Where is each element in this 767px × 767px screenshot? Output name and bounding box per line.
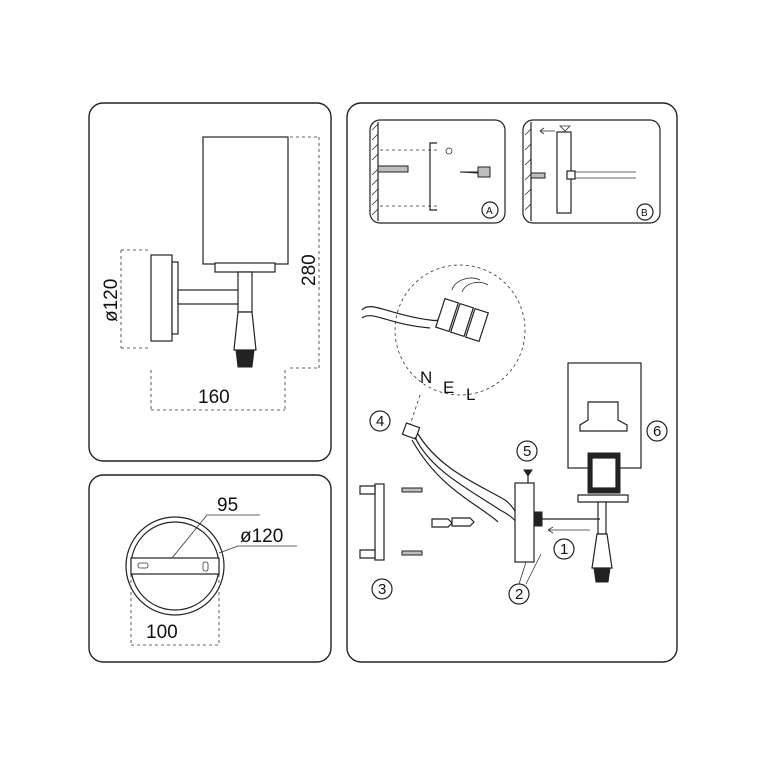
screwdriver-icon [459, 166, 491, 178]
shade-holder-top [579, 401, 628, 432]
wall-plug-a [377, 165, 409, 173]
canopy-plate [514, 482, 535, 563]
step-4-label: 4 [376, 413, 384, 430]
step-3-label: 3 [378, 581, 386, 598]
dimension-diameter-side: ø120 [101, 279, 122, 322]
step-5-badge [516, 440, 538, 462]
wire-label-earth: E [443, 378, 454, 397]
arm-riser [237, 271, 253, 313]
reading-lamp-head [235, 349, 255, 368]
front-view-panel: 95 ø120 100 [88, 474, 332, 663]
wall-plate-rim [171, 261, 179, 335]
connector-block [401, 422, 421, 440]
lamp-shade [202, 136, 289, 265]
dimension-depth: 160 [198, 387, 230, 408]
terminal-l [464, 307, 490, 343]
lamp-body [591, 533, 613, 569]
cable-assembly [401, 422, 519, 525]
detail-b-frame [522, 119, 661, 224]
canopy-nut [533, 511, 543, 527]
bracket-part [374, 483, 385, 561]
wire-label-live: L [466, 385, 475, 404]
detail-a-label: A [486, 206, 493, 217]
detail-a-frame [369, 119, 506, 224]
wall-anchor [431, 518, 453, 528]
step-4-badge [369, 410, 391, 432]
step-6-badge [646, 420, 668, 442]
small-screw-icon [523, 469, 533, 477]
screw-bottom [401, 550, 423, 556]
step-1-badge [553, 538, 575, 560]
wall-plate-assembly [514, 469, 590, 563]
wall-plate [150, 254, 173, 342]
detail-a-badge [481, 201, 499, 219]
step-2-label: 2 [515, 586, 523, 603]
screw-top [401, 487, 423, 493]
step-5-label: 5 [523, 443, 531, 460]
detail-b-badge [636, 203, 654, 221]
step-3-badge [371, 578, 393, 600]
terminal-n [434, 297, 460, 333]
mount-bracket [130, 557, 220, 575]
wall-plug-b [530, 172, 546, 179]
lamp-stem [597, 501, 607, 535]
wiring-magnifier [394, 264, 526, 396]
dimension-diameter-plate: ø120 [240, 526, 283, 547]
step-1-label: 1 [560, 541, 568, 558]
dimension-height: 280 [299, 254, 320, 286]
wire-label-neutral: N [420, 368, 432, 387]
bracket-slot-right [202, 561, 209, 572]
bracket-slot-left [137, 562, 149, 569]
dimension-bracket-width: 95 [217, 495, 238, 516]
terminal-e [449, 302, 475, 338]
installation-panel: A B N E [346, 102, 678, 663]
mount-plate-outer [125, 516, 225, 616]
reading-lamp-body [233, 311, 257, 351]
lamp-arm [177, 289, 241, 305]
step-6-label: 6 [653, 423, 661, 440]
mounting-bracket-parts [359, 483, 475, 561]
lamp-assembly [542, 362, 642, 583]
step-callouts: 1 2 3 4 5 6 [369, 410, 668, 605]
installation-frame [346, 102, 678, 663]
dimension-plate-width: 100 [146, 622, 178, 643]
lamp-head [593, 567, 611, 583]
detail-b-label: B [641, 208, 648, 219]
side-view-panel: ø120 280 160 [88, 102, 332, 462]
shade-holder [214, 262, 276, 273]
wiring-detail: N E L [361, 264, 526, 426]
detail-b: B [522, 119, 661, 224]
detail-a: A [369, 119, 506, 224]
